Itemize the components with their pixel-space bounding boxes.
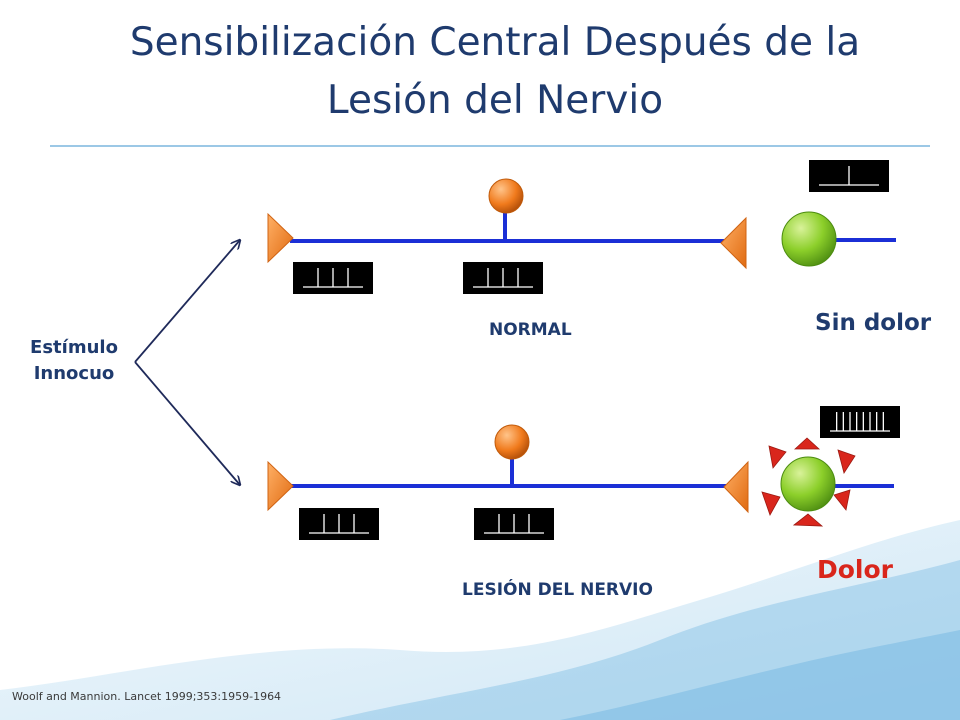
stimulus-line-1: Estímulo: [30, 337, 118, 358]
pain-burst-triangle: [761, 491, 781, 516]
no-pain-label: Sin dolor: [815, 310, 932, 336]
lesion-case-label: LESIÓN DEL NERVIO: [462, 580, 653, 600]
normal-spike-train-mid: [463, 262, 543, 294]
lesion-pathway: [267, 406, 900, 540]
stimulus-label: Estímulo Innocuo: [14, 335, 134, 387]
pain-burst-triangle: [837, 449, 856, 474]
pain-burst-triangle: [792, 513, 824, 527]
lesion-spike-train-left-spikes: [309, 514, 369, 534]
lesion-spike-train-output-box: [820, 406, 900, 438]
lesion-spike-train-mid-spikes: [484, 514, 544, 534]
normal-case-label: NORMAL: [489, 320, 572, 340]
arrow-to-lesion: [134, 361, 240, 485]
normal-left-terminal: [267, 212, 294, 264]
pain-label: Dolor: [817, 555, 894, 584]
normal-dorsal-neuron: [781, 211, 837, 267]
normal-cell-body: [488, 178, 524, 214]
pain-burst-triangle: [833, 489, 851, 511]
lesion-right-terminal: [723, 460, 749, 514]
pain-burst-triangle: [768, 445, 787, 469]
lesion-spike-train-output: [820, 406, 900, 438]
lesion-left-terminal: [267, 460, 294, 512]
title-line-1: Sensibilización Central Después de la: [129, 20, 861, 65]
lesion-dorsal-neuron: [780, 456, 836, 512]
lesion-spike-train-output-spikes: [830, 412, 890, 432]
lesion-spike-train-mid: [474, 508, 554, 540]
arrow-to-normal: [134, 240, 240, 363]
normal-spike-train-output-spikes: [819, 166, 879, 186]
normal-pathway: [267, 160, 896, 294]
normal-spike-train-left: [293, 262, 373, 294]
lesion-cell-body: [494, 424, 530, 460]
lesion-spike-train-left: [299, 508, 379, 540]
page-title: Sensibilización Central Después de la Le…: [60, 14, 930, 130]
normal-spike-train-mid-spikes: [473, 268, 533, 288]
normal-right-terminal: [720, 216, 747, 270]
normal-spike-train-left-spikes: [303, 268, 363, 288]
stimulus-line-2: Innocuo: [33, 363, 115, 384]
citation: Woolf and Mannion. Lancet 1999;353:1959-…: [12, 690, 282, 703]
title-line-2: Lesión del Nervio: [326, 78, 664, 123]
pain-burst-triangle: [793, 437, 821, 450]
title-divider: [50, 145, 930, 147]
normal-spike-train-output: [809, 160, 889, 192]
